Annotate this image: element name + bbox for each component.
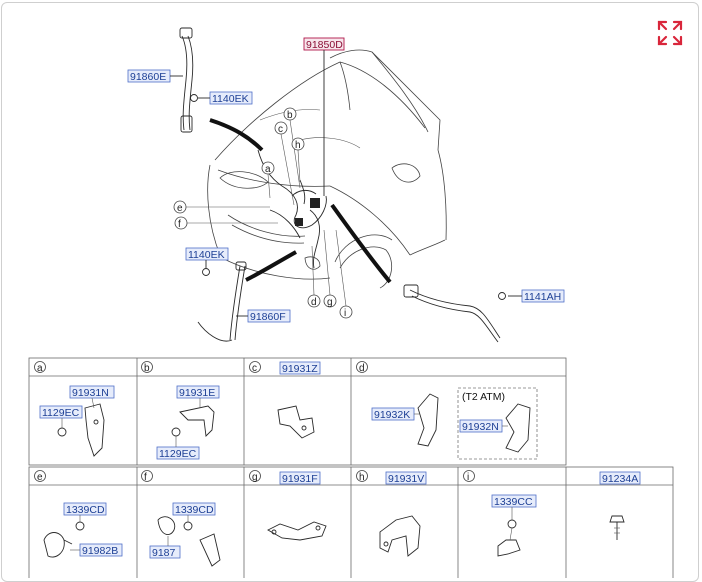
detail-cell-d: d 91932K (T2 ATM) 91932N xyxy=(356,361,538,460)
part-label-bolt-right: 1141AH xyxy=(498,289,565,303)
svg-text:1339CC: 1339CC xyxy=(494,496,533,508)
wiring-harness xyxy=(209,118,392,284)
detail-cell-a: a 91931N 1129EC xyxy=(34,361,115,457)
callout-d: d xyxy=(307,245,321,308)
svg-text:b: b xyxy=(287,110,293,121)
svg-text:g: g xyxy=(252,472,258,483)
svg-text:b: b xyxy=(144,363,150,374)
svg-text:91860F: 91860F xyxy=(250,311,286,323)
part-label-bolt-upper: 1140EK xyxy=(190,91,253,105)
svg-text:1339CD: 1339CD xyxy=(175,504,214,516)
svg-text:1129EC: 1129EC xyxy=(159,448,197,460)
detail-grid xyxy=(28,357,674,578)
svg-text:91931N: 91931N xyxy=(72,387,109,399)
svg-text:91931F: 91931F xyxy=(282,473,318,485)
svg-text:1129EC: 1129EC xyxy=(42,407,80,419)
detail-cell-bolt: 91234A xyxy=(599,471,641,540)
detail-cell-c: c 91931Z xyxy=(249,361,321,439)
svg-text:91931Z: 91931Z xyxy=(282,363,318,375)
svg-text:h: h xyxy=(295,140,301,151)
svg-text:9187: 9187 xyxy=(152,547,176,559)
svg-text:d: d xyxy=(359,363,365,374)
detail-cell-b: b 91931E 1129EC xyxy=(141,361,220,460)
svg-text:e: e xyxy=(37,472,43,483)
svg-text:91860E: 91860E xyxy=(130,71,166,83)
svg-text:h: h xyxy=(359,472,365,483)
car-illustration xyxy=(207,49,447,289)
svg-text:g: g xyxy=(327,297,333,308)
svg-text:1140EK: 1140EK xyxy=(212,93,249,105)
detail-cell-f: f 1339CD 9187 xyxy=(141,470,221,567)
expand-arrows-icon[interactable] xyxy=(656,19,684,47)
svg-text:c: c xyxy=(252,363,257,374)
battery-cable-upper xyxy=(179,27,194,133)
callout-a: a xyxy=(261,161,275,199)
callout-h: h xyxy=(291,137,305,183)
svg-text:91931E: 91931E xyxy=(179,387,215,399)
svg-text:i: i xyxy=(344,308,346,319)
part-label-cable-upper: 91860E xyxy=(127,69,183,83)
svg-text:e: e xyxy=(177,203,183,214)
callout-f: f xyxy=(174,216,278,230)
svg-text:f: f xyxy=(178,219,181,230)
svg-text:1339CD: 1339CD xyxy=(66,504,105,516)
svg-text:f: f xyxy=(144,472,147,483)
svg-text:91932K: 91932K xyxy=(374,409,410,421)
sensor-cable-right xyxy=(403,284,501,343)
callout-c: c xyxy=(274,121,295,206)
detail-cell-g: g 91931F xyxy=(249,470,327,541)
svg-text:a: a xyxy=(265,164,271,175)
svg-text:d: d xyxy=(311,297,317,308)
svg-text:1140EK: 1140EK xyxy=(188,249,225,261)
detail-cell-e: e 1339CD 91982B xyxy=(34,470,123,558)
svg-text:91850D: 91850D xyxy=(306,39,343,51)
detail-cell-h: h 91931V xyxy=(356,470,427,557)
key-part-label: 91850D xyxy=(303,37,345,196)
svg-text:a: a xyxy=(37,363,43,374)
callout-e: e xyxy=(173,200,270,214)
battery-cable-lower xyxy=(197,261,247,342)
callout-g: g xyxy=(323,229,337,308)
svg-text:91932N: 91932N xyxy=(462,421,499,433)
callout-b: b xyxy=(283,107,301,189)
svg-text:91234A: 91234A xyxy=(602,473,638,485)
detail-cell-i: i 1339CC xyxy=(463,470,537,557)
svg-text:1141AH: 1141AH xyxy=(524,291,561,303)
svg-text:91931V: 91931V xyxy=(388,473,424,485)
svg-text:i: i xyxy=(467,472,469,483)
svg-text:(T2 ATM): (T2 ATM) xyxy=(462,391,505,403)
svg-text:91982B: 91982B xyxy=(82,545,118,557)
part-label-cable-lower: 91860F xyxy=(236,309,291,323)
svg-text:c: c xyxy=(278,124,283,135)
part-label-bolt-lower: 1140EK xyxy=(185,247,229,276)
callout-i: i xyxy=(335,229,353,319)
